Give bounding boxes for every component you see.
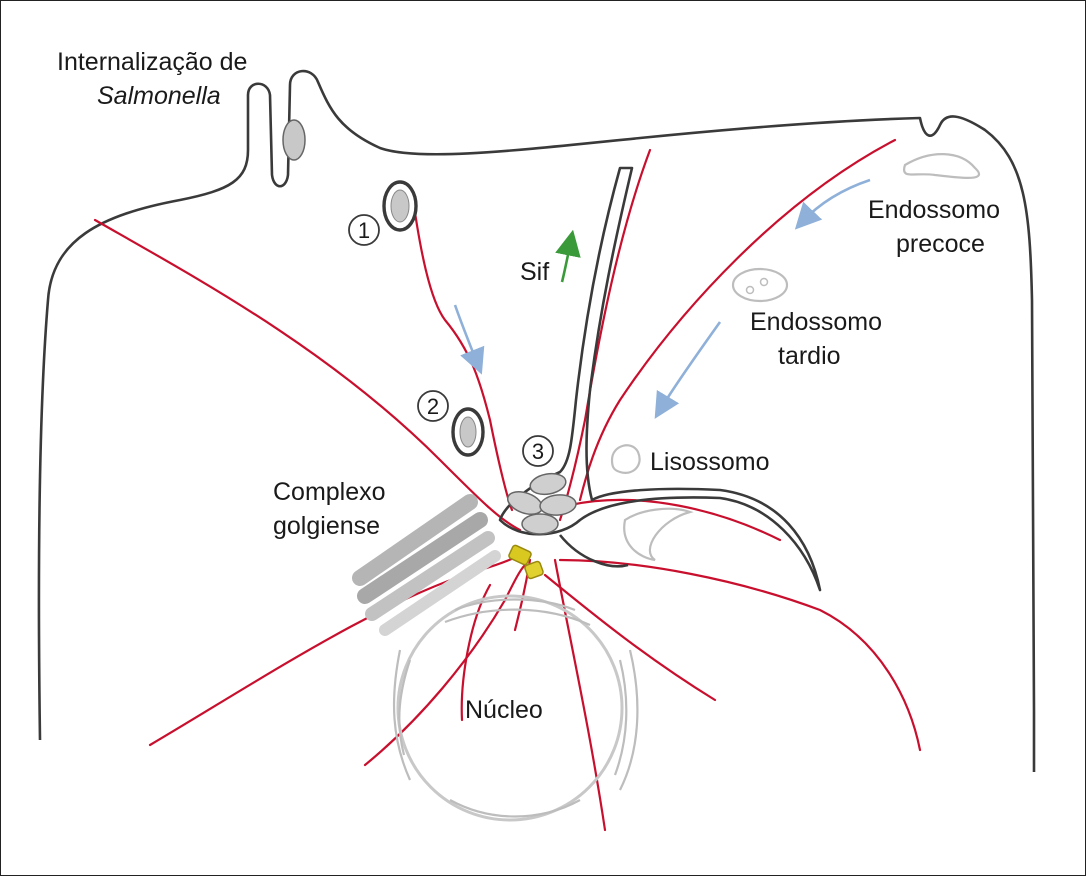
late-endosome bbox=[733, 269, 787, 301]
transport-arrows bbox=[455, 180, 870, 410]
label-golgi-2: golgiense bbox=[273, 512, 380, 540]
early-endosome bbox=[904, 154, 979, 178]
step-2-marker: 2 bbox=[418, 391, 448, 421]
svg-text:2: 2 bbox=[427, 394, 439, 419]
label-early-endosome-2: precoce bbox=[896, 230, 985, 258]
mtoc-centrosome bbox=[508, 544, 544, 579]
scv-migration-arrow bbox=[455, 305, 478, 365]
salmonella-vacuoles bbox=[283, 120, 483, 455]
step-3-marker: 3 bbox=[523, 436, 553, 466]
svg-text:3: 3 bbox=[532, 439, 544, 464]
lysosome-vesicle bbox=[612, 445, 640, 473]
membrane-fold bbox=[624, 509, 690, 560]
label-nucleus: Núcleo bbox=[465, 696, 543, 724]
golgi-complex bbox=[360, 502, 495, 630]
label-golgi-1: Complexo bbox=[273, 478, 386, 506]
sif-network bbox=[500, 168, 820, 590]
label-late-endosome-1: Endossomo bbox=[750, 308, 882, 336]
label-lysosome: Lisossomo bbox=[650, 448, 770, 476]
label-sif: Sif bbox=[520, 258, 549, 286]
sif-growth-arrow bbox=[562, 240, 571, 282]
early-to-late-arrow bbox=[802, 180, 870, 222]
label-salmonella: Salmonella bbox=[97, 82, 221, 110]
label-internalization: Internalização de bbox=[57, 48, 247, 76]
step-1-marker: 1 bbox=[349, 215, 379, 245]
microtubules bbox=[95, 140, 920, 830]
label-late-endosome-2: tardio bbox=[778, 342, 841, 370]
svg-text:1: 1 bbox=[358, 218, 370, 243]
label-early-endosome-1: Endossomo bbox=[868, 196, 1000, 224]
